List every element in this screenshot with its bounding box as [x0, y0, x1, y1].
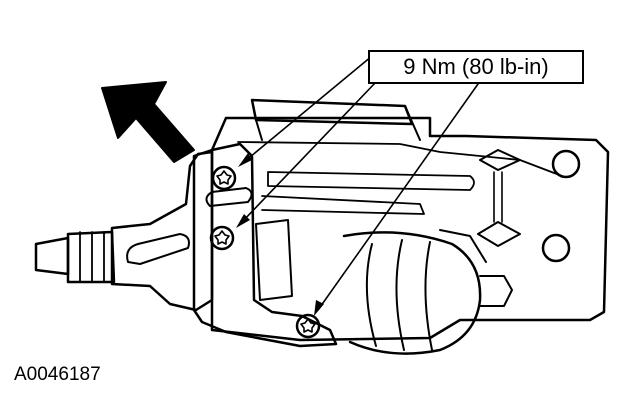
leader-lines — [241, 55, 479, 311]
housing-body — [210, 116, 610, 342]
actuator-connector — [439, 229, 487, 263]
actuator-body — [342, 231, 482, 355]
direction-arrow-icon — [101, 81, 195, 163]
torx-bolt-icon — [211, 165, 237, 191]
housing-top-plate-edge — [255, 105, 421, 141]
shaft-collar — [66, 230, 116, 284]
bracket-hole-lower — [541, 233, 571, 263]
housing-top-plate — [250, 98, 414, 126]
diamond-locator-lower — [477, 221, 521, 247]
bracket-rib — [493, 171, 503, 223]
figure-id: A0046187 — [14, 364, 101, 385]
actuator-ring-2 — [395, 239, 405, 351]
housing-inner-contour — [237, 141, 563, 177]
plate-oval-slot — [205, 187, 253, 207]
flange-slot — [126, 233, 190, 265]
leader-arrowheads — [236, 153, 324, 316]
bracket-hole-upper — [551, 149, 581, 179]
shaft-collar-ribs — [79, 231, 105, 283]
torque-spec-label: 9 Nm (80 lb-in) — [368, 50, 584, 84]
plate-window — [255, 219, 293, 301]
front-mounting-plate — [192, 142, 338, 348]
housing-slot-1 — [267, 171, 475, 191]
housing-slot-2 — [261, 195, 425, 215]
torx-bolt-icon — [209, 225, 235, 251]
mounting-flange-arm — [110, 150, 214, 312]
torx-bolt-icon — [295, 313, 321, 339]
actuator-ring-1 — [365, 243, 377, 347]
actuator-ring-3 — [424, 241, 433, 351]
shaft-stub — [34, 236, 70, 276]
diamond-locator-upper — [479, 149, 521, 171]
actuator-end-nut — [479, 275, 513, 307]
